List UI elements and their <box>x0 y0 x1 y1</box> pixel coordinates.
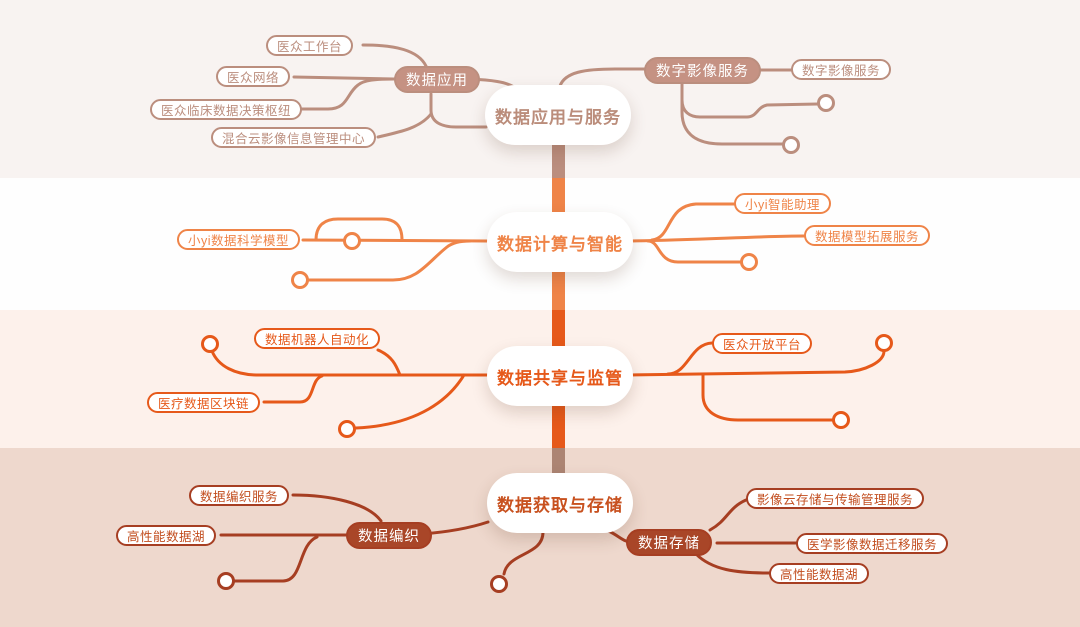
node-hybrid-cloud-imaging-center: 混合云影像信息管理中心 <box>211 127 377 148</box>
center-data-acquisition-storage: 数据获取与存储 <box>487 473 633 533</box>
center-data-computing-intelligence: 数据计算与智能 <box>487 212 633 272</box>
node-xiaoyi-assistant: 小yi智能助理 <box>734 193 832 214</box>
trunk-segment-deep-bottom <box>552 404 565 448</box>
trunk-segment-orange-bottom <box>552 271 565 310</box>
hub-digital-imaging-service: 数字影像服务 <box>644 57 761 84</box>
trunk-segment-deep-top <box>552 310 565 348</box>
node-data-model-extension-service: 数据模型拓展服务 <box>804 225 931 246</box>
trunk-segment-taupe <box>552 448 565 474</box>
center-data-application-services: 数据应用与服务 <box>485 85 631 145</box>
trunk-segment-rose <box>552 140 565 178</box>
node-medical-data-blockchain: 医疗数据区块链 <box>147 392 261 413</box>
node-yizhong-workstation: 医众工作台 <box>266 35 354 56</box>
node-xiaoyi-data-science-model: 小yi数据科学模型 <box>177 229 301 250</box>
node-data-fabric-service: 数据编织服务 <box>189 485 290 506</box>
node-digital-imaging-service: 数字影像服务 <box>791 59 892 80</box>
hub-data-fabric: 数据编织 <box>346 522 432 549</box>
node-imaging-cloud-storage-transfer-service: 影像云存储与传输管理服务 <box>746 488 925 509</box>
center-data-sharing-supervision: 数据共享与监管 <box>487 346 633 406</box>
node-high-performance-data-lake-left: 高性能数据湖 <box>116 525 217 546</box>
node-high-performance-data-lake-right: 高性能数据湖 <box>769 563 870 584</box>
node-yizhong-open-platform: 医众开放平台 <box>712 333 813 354</box>
hub-data-application: 数据应用 <box>394 66 480 93</box>
node-yizhong-network: 医众网络 <box>216 66 291 87</box>
node-clinical-data-decision-hub: 医众临床数据决策枢纽 <box>150 99 303 120</box>
hub-data-storage: 数据存储 <box>626 529 712 556</box>
trunk-segment-orange-top <box>552 178 565 213</box>
node-data-robot-automation: 数据机器人自动化 <box>254 328 381 349</box>
node-medical-imaging-data-migration-service: 医学影像数据迁移服务 <box>796 533 949 554</box>
